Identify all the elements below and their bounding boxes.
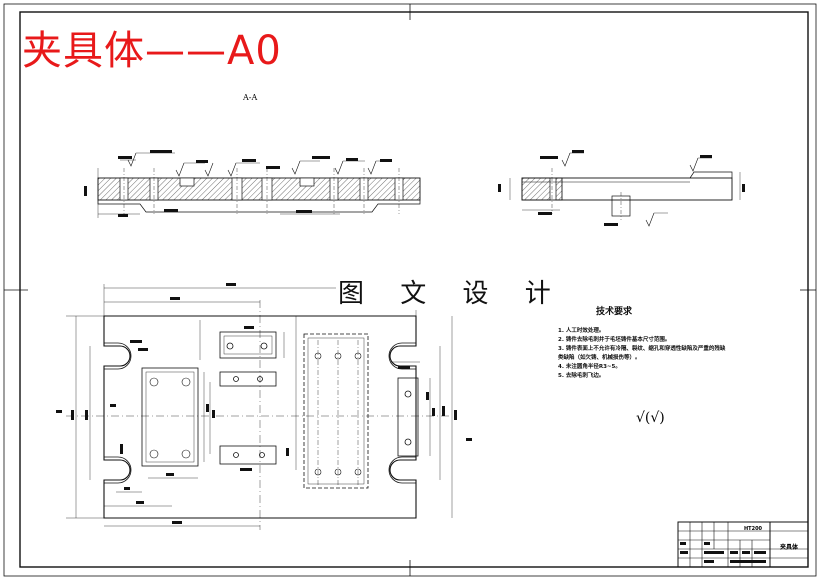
note-item: 2. 铸件去除毛刺并于毛坯铸件基本尺寸范围。 [558, 337, 671, 343]
centering-marks [4, 4, 816, 576]
note-item: 4. 未注圆角半径R3~5。 [558, 364, 621, 370]
title-block [677, 521, 809, 568]
section-view-right [498, 150, 745, 227]
note-item: 5. 去除毛刺飞边。 [558, 373, 605, 379]
dimension-text [56, 283, 472, 524]
roughness-symbol: √(√) [636, 410, 665, 426]
section-label: A-A [243, 93, 258, 102]
note-item: 3. 铸件表面上不允许有冷隔、裂纹、缩孔和穿透性缺陷及严重的残缺 [558, 346, 726, 352]
note-item: 类缺陷（如欠铸、机械损伤等）。 [558, 355, 641, 361]
note-item: 1. 人工时效处理。 [558, 328, 605, 334]
section-view-left [84, 150, 421, 218]
technical-notes: 技术要求 1. 人工时效处理。 2. 铸件去除毛刺并于毛坯铸件基本尺寸范围。 3… [558, 304, 768, 381]
title-block-part-name: 夹具体 [780, 544, 799, 551]
drawing-border [19, 11, 809, 568]
title-block-material: HT200 [744, 526, 763, 532]
title-banner: 夹具体——A0 [22, 28, 282, 74]
watermark: 图 文 设 计 [336, 273, 567, 310]
plan-view [66, 300, 450, 530]
notes-heading: 技术要求 [596, 307, 633, 317]
plan-dimensions [66, 284, 453, 527]
